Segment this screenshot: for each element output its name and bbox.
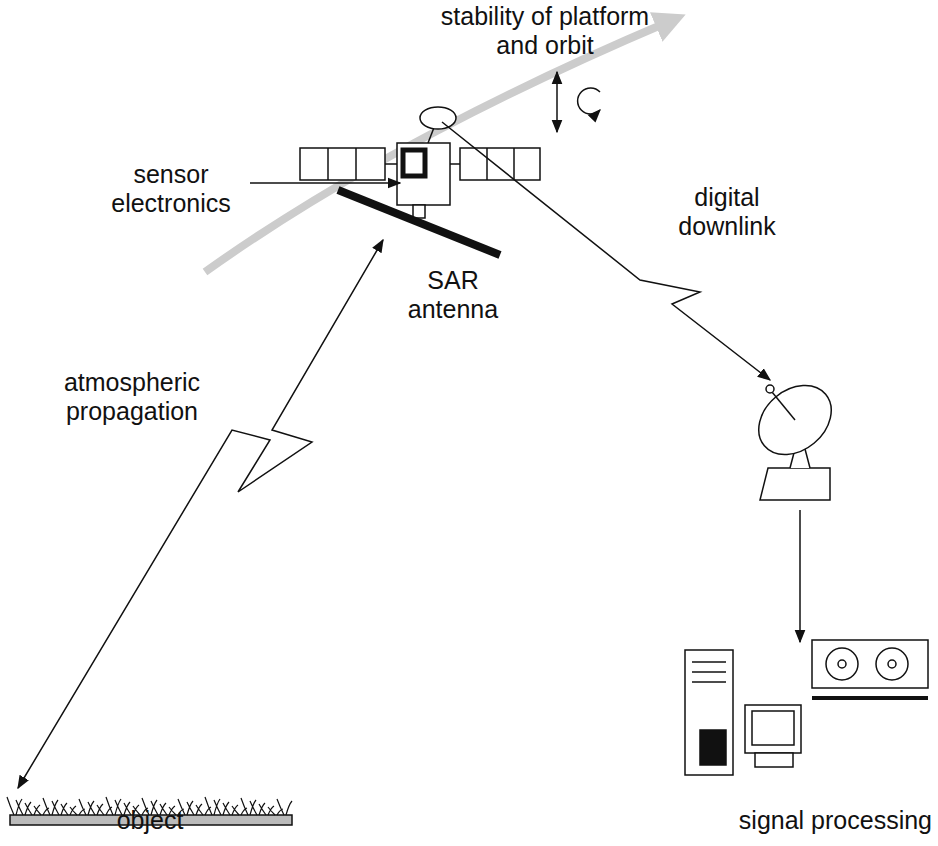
- leader-line: [250, 182, 400, 184]
- rotation-arrow: [578, 88, 600, 114]
- label: signal processing: [739, 806, 932, 835]
- label: object: [117, 806, 184, 835]
- downlink-arrow: [442, 122, 770, 380]
- label: stability of platform and orbit: [428, 2, 663, 60]
- orbit-arc: [205, 22, 668, 272]
- label: SAR antenna: [394, 266, 512, 324]
- label: atmospheric propagation: [43, 368, 221, 426]
- label: digital downlink: [661, 183, 793, 241]
- motion-arrow: [556, 100, 558, 132]
- motion-arrow: [556, 72, 558, 100]
- sar-antenna: [338, 190, 500, 255]
- ground-station: [745, 371, 845, 500]
- data-arrow: [799, 510, 801, 642]
- satellite: [300, 107, 540, 218]
- label: sensor electronics: [89, 160, 254, 218]
- propagation-arrow: [18, 240, 383, 788]
- computer-equipment: [685, 640, 928, 775]
